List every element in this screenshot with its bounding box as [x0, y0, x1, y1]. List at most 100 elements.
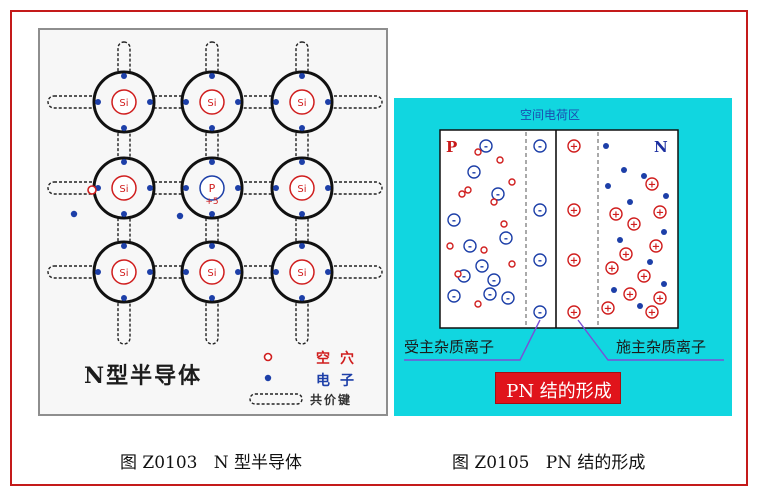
atom-core — [111, 175, 137, 201]
atom-label: Si — [119, 98, 128, 109]
acceptor-ion — [447, 289, 461, 303]
depletion-acceptor-ion — [533, 305, 547, 319]
acceptor-ion-sign: - — [480, 262, 484, 273]
free-electron — [176, 212, 184, 220]
space-charge-region-label: 空间电荷区 — [520, 108, 581, 122]
legend-electron-label: 电子 — [316, 373, 364, 389]
donor-ion — [609, 207, 623, 221]
acceptor-ion — [463, 239, 477, 253]
atom-core — [289, 175, 315, 201]
valence-electron — [299, 159, 305, 165]
valence-electron — [95, 269, 101, 275]
acceptor-ion — [479, 139, 493, 153]
p-hole — [496, 156, 504, 164]
valence-electron — [299, 243, 305, 249]
valence-electron — [273, 99, 279, 105]
p-region-label: P — [446, 138, 458, 156]
donor-ion-sign: + — [656, 294, 664, 305]
acceptor-ion-sign: - — [452, 292, 456, 303]
n-electron — [637, 303, 643, 309]
valence-electron — [209, 243, 215, 249]
depletion-donor-ion-sign: + — [570, 206, 578, 217]
acceptor-ion-sign: - — [506, 294, 510, 305]
p-hole — [490, 198, 498, 206]
p-hole — [474, 148, 482, 156]
acceptor-ion-sign: - — [496, 190, 500, 201]
acceptor-ion — [491, 187, 505, 201]
right-figure-caption: 图 Z0105 PN 结的形成 — [452, 453, 646, 473]
valence-electron — [209, 211, 215, 217]
donor-ion-sign: + — [656, 208, 664, 219]
acceptor-ion — [483, 287, 497, 301]
donor-ion — [645, 177, 659, 191]
depletion-donor-ion-sign: + — [570, 142, 578, 153]
donor-ion-sign: + — [648, 308, 656, 319]
valence-electron — [299, 295, 305, 301]
valence-electron — [183, 99, 189, 105]
valence-electron — [299, 125, 305, 131]
pn-junction-diagram: ----------------++++++++++++++++ 空间电荷区 P… — [394, 98, 732, 416]
depletion-acceptor-ion — [533, 253, 547, 267]
p-hole — [508, 178, 516, 186]
atom-label: Si — [297, 98, 306, 109]
pn-title-box: PN 结的形成 — [495, 372, 621, 404]
donor-ion-sign: + — [612, 210, 620, 221]
center-atom-label: P — [209, 182, 216, 195]
acceptor-ion — [499, 231, 513, 245]
valence-electron — [121, 295, 127, 301]
valence-electron — [121, 73, 127, 79]
n-electron — [661, 281, 667, 287]
n-electron — [647, 259, 653, 265]
p-hole — [500, 220, 508, 228]
valence-electron — [121, 211, 127, 217]
depletion-donor-ion-sign: + — [570, 308, 578, 319]
n-electron — [603, 143, 609, 149]
donor-ion — [619, 247, 633, 261]
atom-core — [289, 89, 315, 115]
p-hole — [464, 186, 472, 194]
donor-ion-sign: + — [648, 180, 656, 191]
acceptor-ion-sign: - — [472, 168, 476, 179]
atom-label: Si — [207, 268, 216, 279]
depletion-acceptor-ion-sign: - — [538, 142, 542, 153]
acceptor-ion-sign: - — [484, 142, 488, 153]
depletion-donor-ion — [567, 203, 581, 217]
valence-electron — [325, 269, 331, 275]
atom-label: Si — [119, 184, 128, 195]
donor-ion-sign: + — [652, 242, 660, 253]
acceptor-ion-sign: - — [504, 234, 508, 245]
valence-electron — [147, 99, 153, 105]
n-electron — [617, 237, 623, 243]
valence-electron — [209, 159, 215, 165]
legend-bond-label: 共价键 — [310, 393, 353, 407]
valence-electron — [325, 99, 331, 105]
donor-ion — [653, 291, 667, 305]
atom-label: Si — [207, 98, 216, 109]
valence-electron — [121, 125, 127, 131]
valence-electron — [121, 159, 127, 165]
donor-ion-sign: + — [640, 272, 648, 283]
outer-frame — [10, 10, 748, 486]
left-figure-caption: 图 Z0103 N 型半导体 — [120, 453, 302, 473]
valence-electron — [183, 185, 189, 191]
atom-label: Si — [297, 184, 306, 195]
n-type-title: N型半导体 — [84, 363, 203, 389]
atom-core — [199, 175, 225, 201]
depletion-acceptor-ion — [533, 139, 547, 153]
valence-electron — [273, 185, 279, 191]
p-hole — [458, 190, 466, 198]
valence-electron — [325, 185, 331, 191]
donor-ion-label: 施主杂质离子 — [616, 338, 707, 356]
n-electron — [605, 183, 611, 189]
center-atom-charge: +5 — [205, 197, 218, 207]
acceptor-ion-sign: - — [462, 272, 466, 283]
donor-ion-sign: + — [622, 250, 630, 261]
depletion-acceptor-ion-sign: - — [538, 308, 542, 319]
valence-electron — [95, 99, 101, 105]
acceptor-ion-label: 受主杂质离子 — [404, 338, 495, 356]
hole — [87, 185, 97, 195]
donor-ion-sign: + — [626, 290, 634, 301]
p-hole — [474, 300, 482, 308]
